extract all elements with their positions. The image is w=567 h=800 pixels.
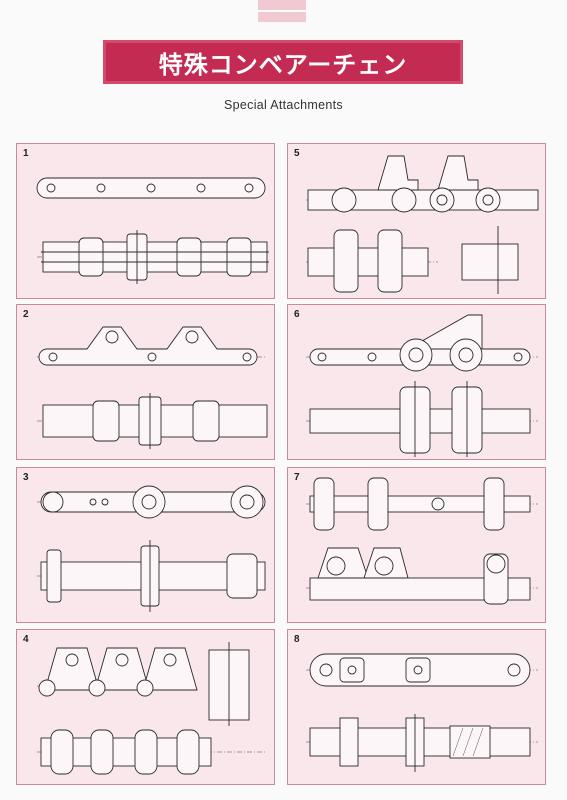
page-title: 特殊コンベアーチェン xyxy=(158,50,408,79)
panel-number: 7 xyxy=(294,472,300,483)
panel-number: 2 xyxy=(23,309,29,320)
chain-drawing-5 xyxy=(306,155,539,294)
panel-8: 8 xyxy=(287,629,546,785)
panel-number: 4 xyxy=(23,634,29,645)
panel-6: 6 xyxy=(287,304,546,460)
chain-drawing-3 xyxy=(37,485,267,612)
panel-2: 2 xyxy=(16,304,275,460)
chain-drawing-4 xyxy=(37,642,267,775)
panel-4: 4 xyxy=(16,629,275,785)
panel-5: 5 xyxy=(287,143,546,299)
panel-number: 3 xyxy=(23,472,29,483)
panel-number: 1 xyxy=(23,148,29,159)
panel-number: 5 xyxy=(294,148,300,159)
chain-drawing-7 xyxy=(306,477,538,605)
chain-drawing-8 xyxy=(306,653,538,772)
panel-3: 3 xyxy=(16,467,275,623)
title-banner: 特殊コンベアーチェン xyxy=(103,40,463,84)
page-subtitle: Special Attachments xyxy=(224,98,343,112)
panel-number: 6 xyxy=(294,309,300,320)
panel-1: 1 xyxy=(16,143,275,299)
chain-drawing-2 xyxy=(37,326,268,449)
chain-drawing-1 xyxy=(36,177,269,284)
header-accent-tab xyxy=(258,0,306,22)
panel-7: 7 xyxy=(287,467,546,623)
panel-number: 8 xyxy=(294,634,300,645)
chain-drawing-6 xyxy=(306,314,538,457)
